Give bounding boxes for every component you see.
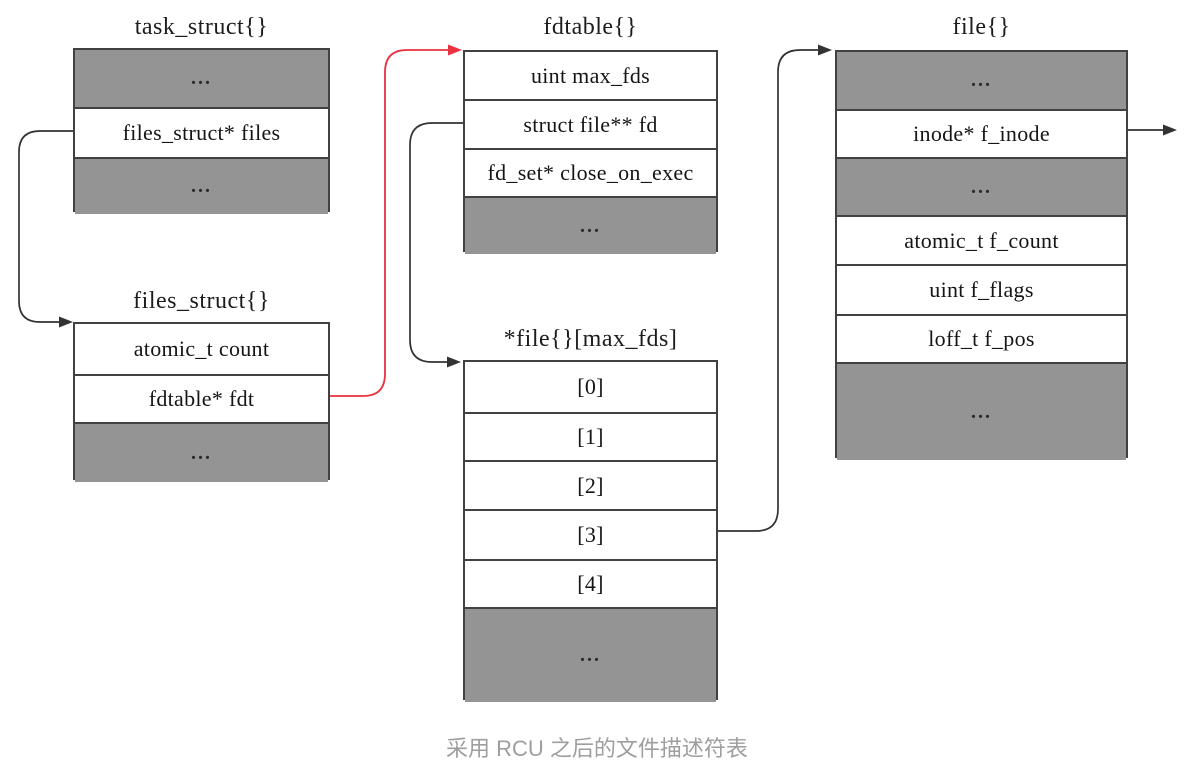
file-struct-row-f-count: atomic_t f_count [837,215,1126,264]
fdtable-row-max-fds: uint max_fds [465,52,716,99]
files-struct-row-fdt: fdtable* fdt [75,374,328,422]
file-struct-row-ellipsis-1: ... [837,52,1126,109]
task-struct-row-ellipsis-bottom: ... [75,157,328,214]
task-struct-title: task_struct{} [134,14,269,40]
file-struct-row-ellipsis-2: ... [837,157,1126,215]
files-struct-row-count: atomic_t count [75,324,328,374]
file-struct-row-f-pos: loff_t f_pos [837,314,1126,362]
file-array-slot-2: [2] [465,460,716,509]
fdtable-box: uint max_fds struct file** fd fd_set* cl… [463,50,718,254]
file-array-box: [0] [1] [2] [3] [4] ... [463,360,718,702]
file-array-slot-3: [3] [465,509,716,559]
arrow-slot3-to-file [707,44,832,532]
task-struct-row-files: files_struct* files [75,107,328,157]
files-struct-box: atomic_t count fdtable* fdt ... [73,322,330,482]
task-struct-box: ... files_struct* files ... [73,48,330,214]
diagram-caption: 采用 RCU 之后的文件描述符表 [446,736,748,761]
file-array-slot-0: [0] [465,362,716,412]
file-array-slot-4: [4] [465,559,716,607]
files-struct-row-ellipsis: ... [75,422,328,482]
file-array-title: *file{}[max_fds] [503,326,678,352]
file-struct-row-f-inode: inode* f_inode [837,109,1126,157]
task-struct-row-ellipsis-top: ... [75,50,328,107]
file-struct-row-f-flags: uint f_flags [837,264,1126,314]
file-array-slot-1: [1] [465,412,716,460]
fdtable-row-close-on-exec: fd_set* close_on_exec [465,148,716,196]
file-struct-row-ellipsis-3: ... [837,362,1126,460]
file-array-ellipsis: ... [465,607,716,702]
file-struct-box: ... inode* f_inode ... atomic_t f_count … [835,50,1128,460]
file-struct-title: file{} [952,14,1011,40]
fdtable-title: fdtable{} [543,14,638,40]
fdtable-row-fd: struct file** fd [465,99,716,148]
fdtable-row-ellipsis: ... [465,196,716,254]
files-struct-title: files_struct{} [133,288,270,314]
